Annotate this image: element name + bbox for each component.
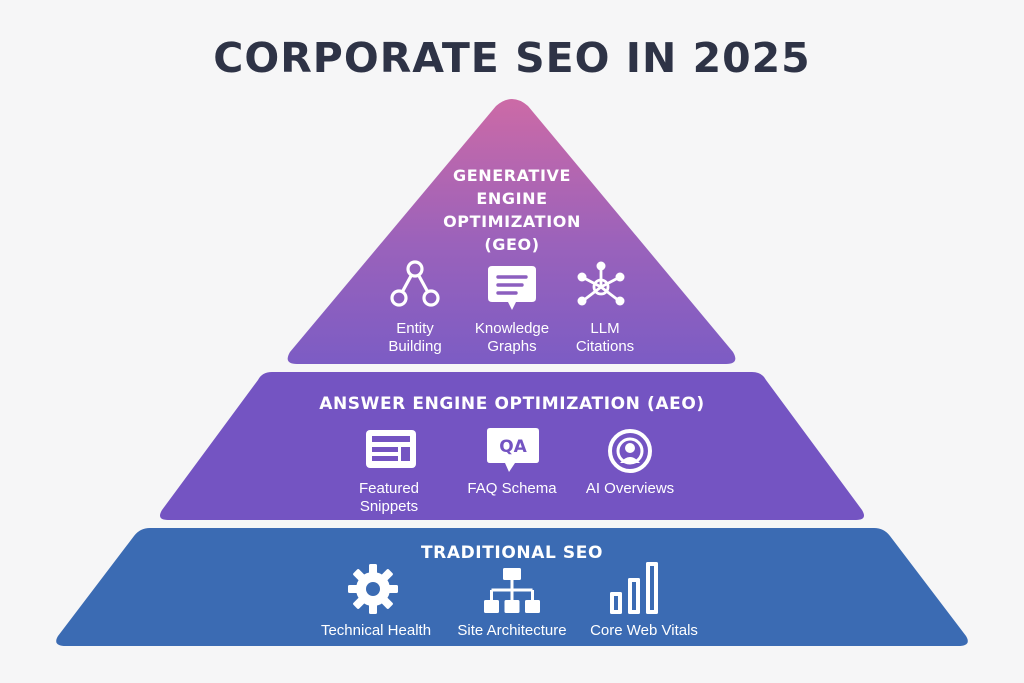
sitemap-icon: [484, 568, 540, 613]
featured-snippet-icon: [366, 430, 416, 468]
geo-title-line: GENERATIVE: [452, 166, 572, 185]
faq-schema-label: FAQ Schema: [467, 480, 557, 497]
knowledge-graph-document-icon: [488, 266, 536, 310]
site-architecture-label: Site Architecture: [457, 622, 567, 639]
seo-tier-title: TRADITIONAL SEO: [420, 543, 604, 563]
qa-bubble-icon: QA: [487, 428, 539, 472]
qa-text: QA: [499, 437, 527, 457]
network-hub-icon: [577, 261, 625, 306]
entity-building-label: Entity Building: [388, 320, 442, 355]
featured-snippets-label: Featured Snippets: [358, 480, 420, 515]
technical-health-label: Technical Health: [320, 622, 432, 639]
geo-title-line: (GEO): [484, 235, 540, 254]
aeo-tier-title: ANSWER ENGINE OPTIMIZATION (AEO): [319, 394, 705, 414]
ai-overview-icon: [608, 429, 652, 473]
entity-nodes-icon: [390, 260, 440, 307]
page-title: CORPORATE SEO IN 2025: [213, 34, 811, 82]
geo-tier-shape: [287, 99, 736, 364]
gear-icon: [348, 564, 398, 614]
llm-citations-label: LLM Citations: [575, 320, 635, 355]
ai-overviews-label: AI Overviews: [585, 480, 675, 497]
knowledge-graphs-label: Knowledge Graphs: [474, 320, 550, 355]
geo-tier-title: GENERATIVE ENGINE OPTIMIZATION (GEO): [412, 164, 612, 256]
core-web-vitals-label: Core Web Vitals: [590, 622, 698, 639]
bar-chart-icon: [610, 562, 658, 614]
geo-title-line: OPTIMIZATION: [443, 212, 581, 231]
geo-title-line: ENGINE: [476, 189, 548, 208]
